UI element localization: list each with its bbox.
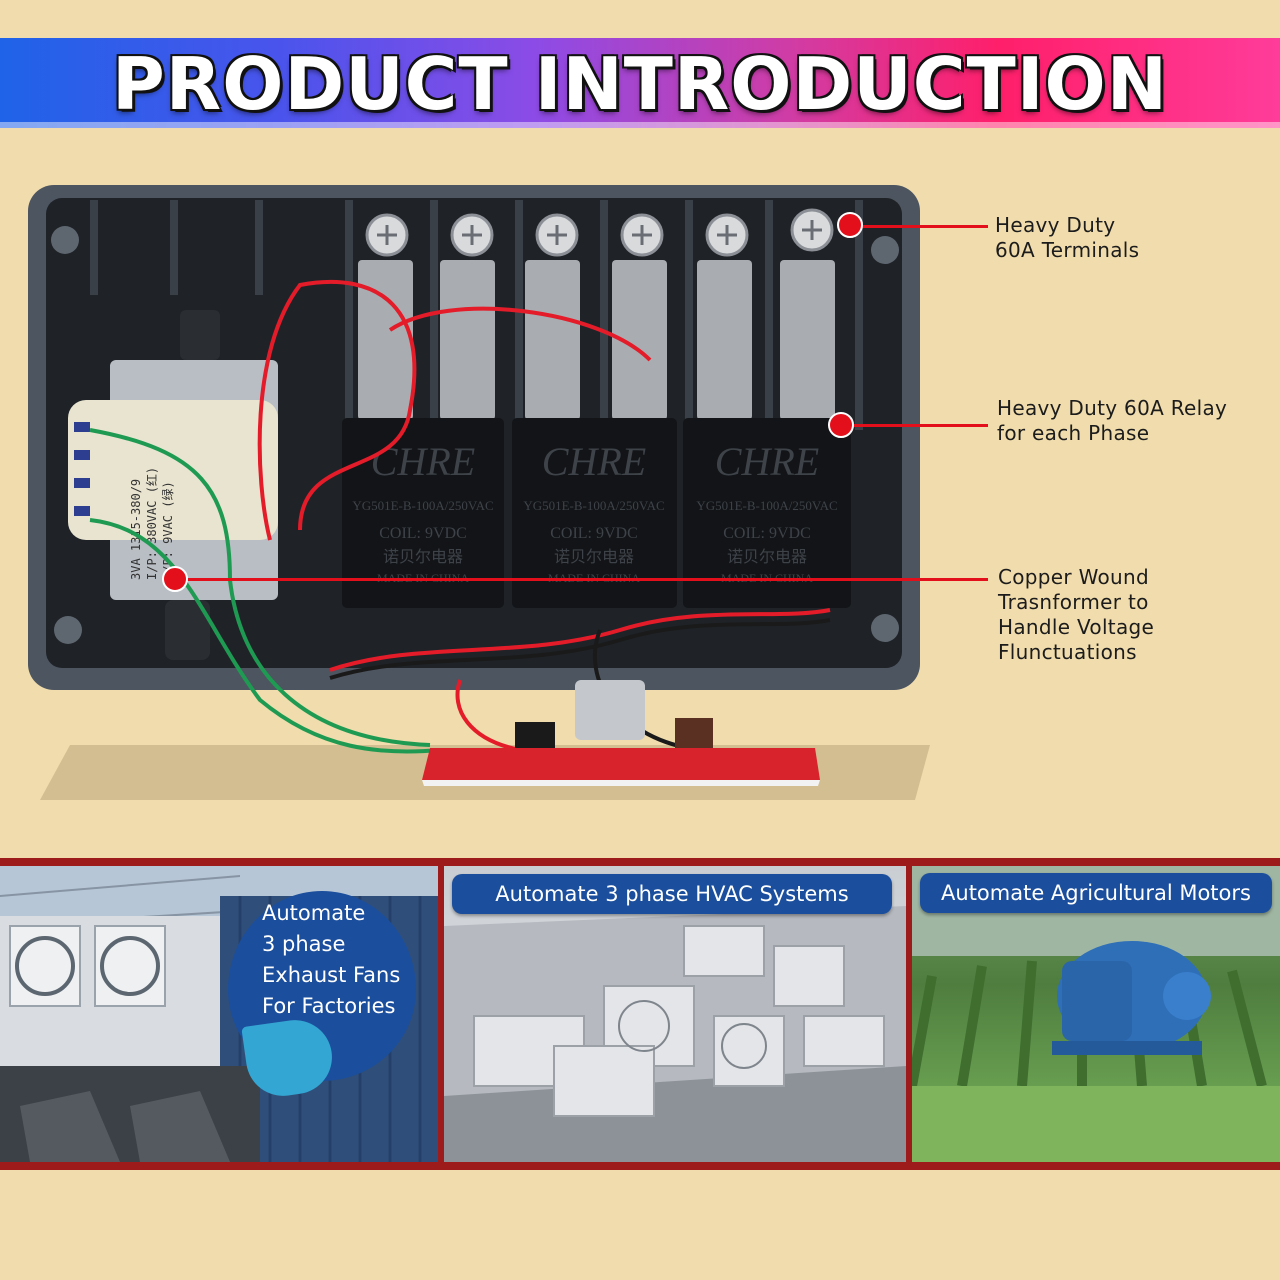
relay-2-maker: 诺贝尔电器 xyxy=(554,547,634,566)
hvac-panel: Automate 3 phase HVAC Systems xyxy=(444,866,906,1162)
agri-panel: Automate Agricultural Motors xyxy=(912,866,1280,1162)
relay-2-brand: CHRE xyxy=(542,439,646,484)
relay-2-coil: COIL: 9VDC xyxy=(550,525,638,542)
terminals-callout-text: Heavy Duty 60A Terminals xyxy=(995,213,1140,262)
relay-2-model: YG501E-B-100A/250VAC xyxy=(523,498,664,513)
terminals-callout-line xyxy=(850,225,988,228)
relays xyxy=(342,418,851,608)
relay-3-model: YG501E-B-100A/250VAC xyxy=(696,498,837,513)
product-photo: CHRE CHRE CHRE YG501E-B-100A/250VAC YG50… xyxy=(0,150,1280,830)
exhaust-fans-panel: Automate 3 phase Exhaust Fans For Factor… xyxy=(0,866,438,1162)
pump-motor xyxy=(1052,941,1211,1055)
relay-callout-dot xyxy=(828,412,854,438)
relay-callout-line xyxy=(841,424,988,427)
relay-1-brand: CHRE xyxy=(371,439,475,484)
agri-label: Automate Agricultural Motors xyxy=(920,873,1272,913)
relay-1-coil: COIL: 9VDC xyxy=(379,525,467,542)
relay-callout-text: Heavy Duty 60A Relay for each Phase xyxy=(997,396,1228,445)
terminals-callout-dot xyxy=(837,212,863,238)
terminals xyxy=(358,208,835,420)
transformer-label-2: I/P: 380VAC (红) xyxy=(144,467,159,580)
enclosure-illustration: CHRE CHRE CHRE YG501E-B-100A/250VAC YG50… xyxy=(28,185,930,800)
applications-strip: Automate 3 phase Exhaust Fans For Factor… xyxy=(0,858,1280,1170)
hvac-label: Automate 3 phase HVAC Systems xyxy=(452,874,892,914)
relay-1-model: YG501E-B-100A/250VAC xyxy=(352,498,493,513)
relay-3-brand: CHRE xyxy=(715,439,819,484)
hvac-rooftop-image xyxy=(444,906,906,1162)
exhaust-fans-label: Automate 3 phase Exhaust Fans For Factor… xyxy=(262,901,401,1018)
transformer-callout-line xyxy=(175,578,988,581)
control-board xyxy=(422,680,820,786)
relay-1-maker: 诺贝尔电器 xyxy=(383,547,463,566)
header-banner: PRODUCT INTRODUCTION xyxy=(0,38,1280,128)
transformer-callout-dot xyxy=(162,566,188,592)
page-title: PRODUCT INTRODUCTION xyxy=(112,42,1168,126)
transformer-callout-text: Copper Wound Trasnformer to Handle Volta… xyxy=(998,565,1155,664)
relay-3-coil: COIL: 9VDC xyxy=(723,525,811,542)
relay-3-maker: 诺贝尔电器 xyxy=(727,547,807,566)
transformer-label-1: 3VA 1315-380/9 xyxy=(129,479,143,580)
